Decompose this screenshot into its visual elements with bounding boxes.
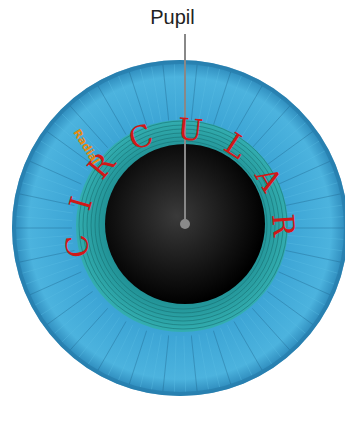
fibre-line [213, 331, 230, 384]
fibre-line [258, 303, 298, 342]
fibre-line [287, 205, 343, 213]
fibre-line [286, 194, 341, 206]
fibre-line [252, 106, 289, 148]
circular-fibres [79, 121, 287, 329]
fibre-line [191, 335, 197, 391]
ring-line [91, 133, 275, 317]
fibre-line [70, 308, 107, 350]
fibre-line [22, 258, 76, 273]
iris-edge [14, 62, 345, 394]
part-label: Pupil [0, 6, 345, 29]
ring-line [79, 121, 287, 329]
ring-line [83, 125, 283, 325]
fibre-line [247, 313, 282, 357]
fibre-line [35, 151, 84, 177]
fibre-line [284, 258, 338, 273]
fibre-line [62, 303, 102, 342]
fibre-line [263, 297, 306, 333]
fibre-line [282, 172, 335, 191]
fibre-line [163, 65, 169, 121]
fibre-line [174, 336, 176, 392]
iris [12, 60, 345, 396]
fibre-line [30, 161, 81, 184]
ring-line [87, 129, 279, 321]
fibre-line [129, 331, 146, 384]
fibre-line [267, 292, 312, 325]
fibre-line [275, 279, 324, 305]
fibre-line [227, 325, 252, 375]
fibre-line [26, 265, 79, 284]
fibre-line [163, 335, 169, 391]
fibre-line [54, 297, 97, 333]
fibre-line [287, 243, 343, 251]
fibre-line [234, 322, 262, 371]
radial-fibres [16, 64, 344, 392]
fibre-line [213, 72, 230, 125]
fibre-line [26, 172, 79, 191]
fibre-line [184, 336, 186, 392]
fibre-line [140, 69, 154, 123]
fibre-line [227, 81, 252, 131]
fibre-line [174, 64, 176, 120]
fibre-line [98, 86, 126, 135]
fibre-line [108, 325, 133, 375]
handwritten-label: CIRCULAR [59, 111, 302, 260]
fibre-line [152, 67, 162, 122]
leader-dot [180, 219, 190, 229]
fibre-line [279, 272, 330, 295]
fibre-line [18, 205, 74, 213]
fibre-line [206, 333, 220, 387]
fibre-line [258, 114, 298, 153]
fibre-line [288, 236, 344, 240]
fibre-line [206, 69, 220, 123]
fibre-line [30, 272, 81, 295]
ring-line [99, 141, 267, 309]
fibre-line [16, 217, 72, 221]
fibre-line [152, 334, 162, 389]
fibre-line [140, 333, 154, 387]
fibre-line [119, 328, 140, 380]
fibre-line [199, 334, 209, 389]
fibre-line [16, 228, 72, 229]
fibre-line [35, 279, 84, 305]
fibre-line [284, 183, 338, 198]
sphincter-ring [76, 120, 288, 332]
fibre-line [282, 265, 335, 284]
fibre-line [79, 313, 114, 357]
fibre-line [263, 123, 306, 159]
fibre-line [221, 328, 242, 380]
ring-line [95, 137, 271, 313]
fibre-line [221, 76, 242, 128]
